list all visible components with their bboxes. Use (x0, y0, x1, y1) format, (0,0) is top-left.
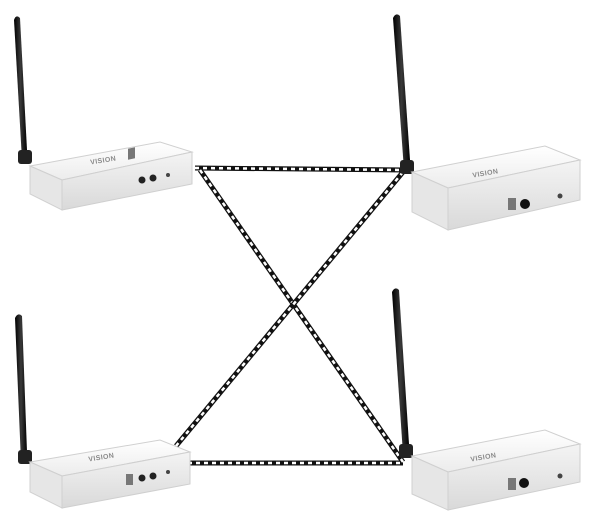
port-icon (138, 176, 146, 184)
device-top-left: VISION (14, 16, 194, 211)
antenna-base (18, 150, 32, 164)
antenna-icon (15, 314, 27, 462)
brand-label: VISION (470, 452, 497, 463)
port-icon (138, 474, 146, 482)
antenna-base (399, 444, 413, 458)
device-bottom-right: VISION (392, 288, 582, 511)
port-icon (149, 472, 157, 480)
antenna-base (400, 160, 414, 174)
port-icon (508, 198, 516, 210)
device-side-face (411, 455, 449, 511)
led-icon (166, 173, 170, 177)
antenna-icon (392, 288, 409, 454)
port-icon (128, 147, 135, 160)
antenna-icon (393, 14, 410, 171)
brand-label: VISION (90, 155, 117, 166)
link-diagonal-down-dash (198, 169, 405, 463)
wireless-links (174, 165, 406, 466)
port-icon (149, 174, 157, 182)
antenna-base (18, 450, 32, 464)
device-side-face (411, 171, 449, 231)
led-icon (557, 193, 563, 199)
device-top-right: VISION (393, 14, 582, 231)
device-side-face (29, 461, 63, 509)
port-icon (508, 478, 516, 490)
brand-label: VISION (472, 168, 499, 179)
port-icon (126, 474, 133, 485)
port-icon (519, 478, 529, 488)
led-icon (557, 473, 563, 479)
port-icon (520, 199, 530, 209)
device-side-face (29, 165, 63, 211)
antenna-icon (14, 16, 27, 161)
device-bottom-left: VISION (15, 314, 192, 509)
link-top-dash (194, 166, 406, 172)
brand-label: VISION (88, 452, 115, 463)
link-diagonal-up-dash (175, 171, 404, 447)
led-icon (166, 470, 170, 474)
